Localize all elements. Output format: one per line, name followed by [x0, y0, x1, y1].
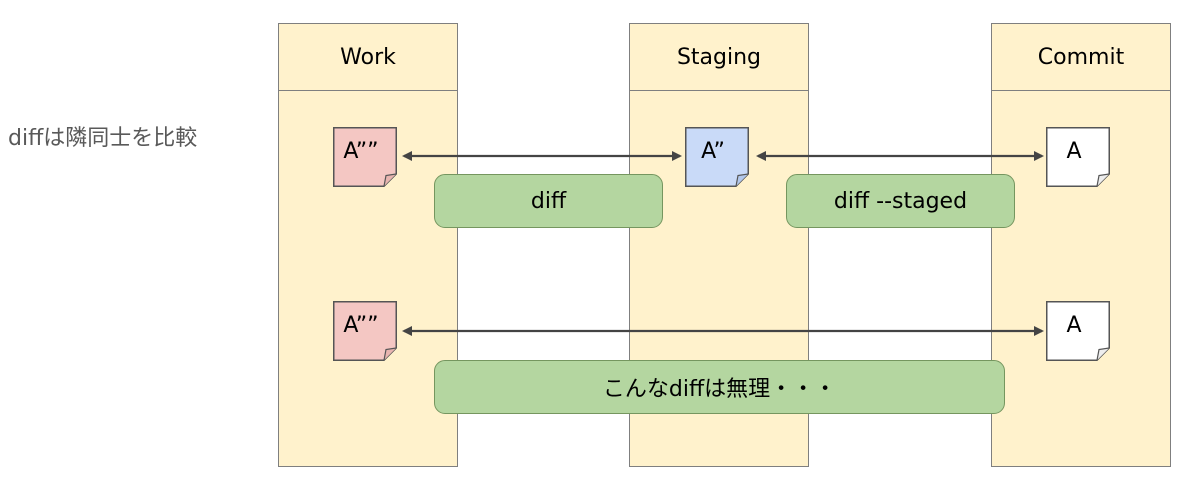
file-work-row2-label: A””	[343, 313, 379, 338]
lane-work-title: Work	[279, 24, 457, 91]
diff-work-staging: diff	[434, 174, 663, 228]
lane-work: Work	[278, 23, 458, 467]
file-work-row1: A””	[333, 127, 397, 187]
lane-commit-title: Commit	[992, 24, 1170, 91]
diagram-caption: diffは隣同士を比較	[8, 126, 198, 151]
file-staging-row1-label: A”	[701, 139, 725, 164]
file-commit-row2-label: A	[1066, 313, 1082, 338]
diff-work-commit: こんなdiffは無理・・・	[434, 360, 1005, 414]
file-commit-row1: A	[1046, 127, 1110, 187]
lane-commit: Commit	[991, 23, 1171, 467]
file-staging-row1: A”	[685, 127, 749, 187]
file-commit-row2: A	[1046, 301, 1110, 361]
lane-staging-title: Staging	[630, 24, 808, 91]
diff-staging-commit: diff --staged	[786, 174, 1015, 228]
file-work-row2: A””	[333, 301, 397, 361]
file-work-row1-label: A””	[343, 139, 379, 164]
file-commit-row1-label: A	[1066, 139, 1082, 164]
